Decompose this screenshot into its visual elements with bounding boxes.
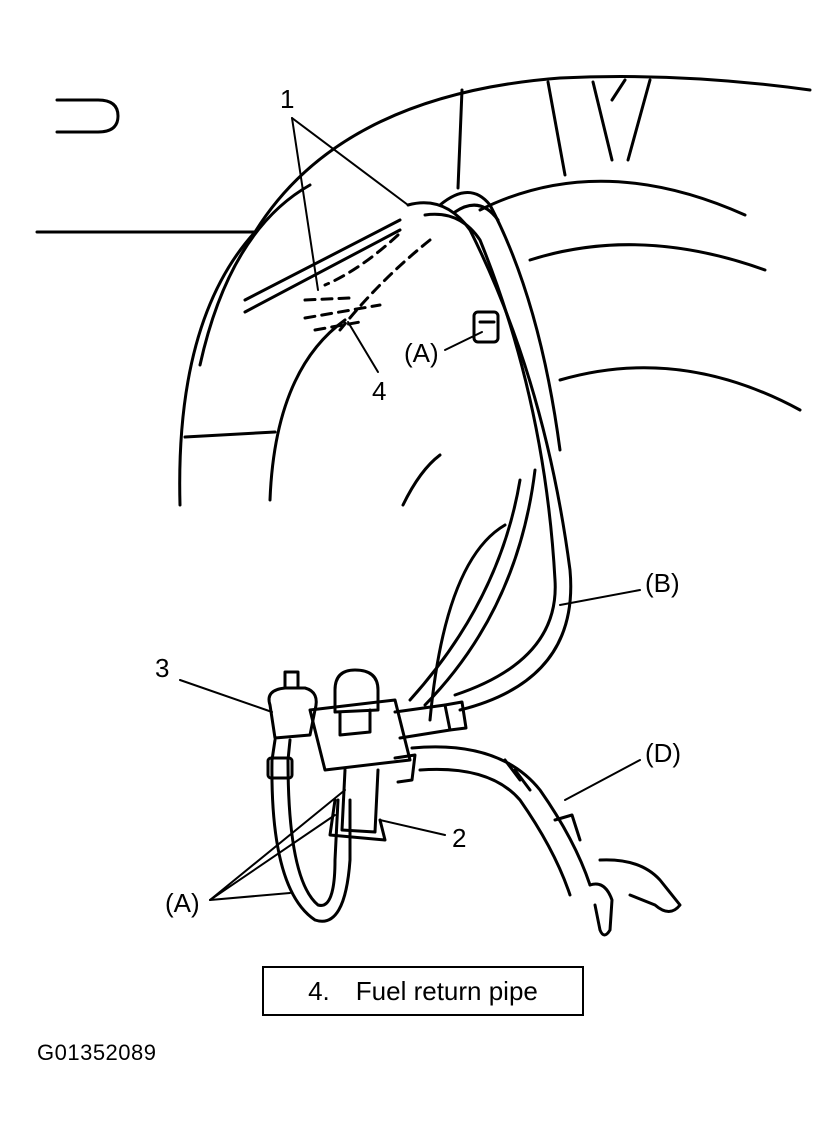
valve-assembly [267,668,468,842]
label-3: 3 [155,653,169,683]
caption-number: 4. [308,975,330,1006]
caption-box: 4. Fuel return pipe [262,966,584,1016]
label-4: 4 [372,376,386,406]
label-1: 1 [280,84,294,114]
caption-text: Fuel return pipe [355,975,538,1006]
label-d: (D) [645,738,681,768]
leader-lines [179,117,641,901]
fuel-return-pipe-hidden [303,233,432,332]
loop-hose [266,738,352,923]
label-a-upper: (A) [404,338,439,368]
front-direction-mark [55,98,120,134]
label-b: (B) [645,568,680,598]
hose-d [410,745,682,937]
label-2: 2 [452,823,466,853]
body-panel-outline [35,75,812,722]
figure-code: G01352089 [37,1040,157,1065]
label-a-lower: (A) [165,888,200,918]
hose-clip-upper [472,310,500,344]
hose-b [406,191,573,712]
